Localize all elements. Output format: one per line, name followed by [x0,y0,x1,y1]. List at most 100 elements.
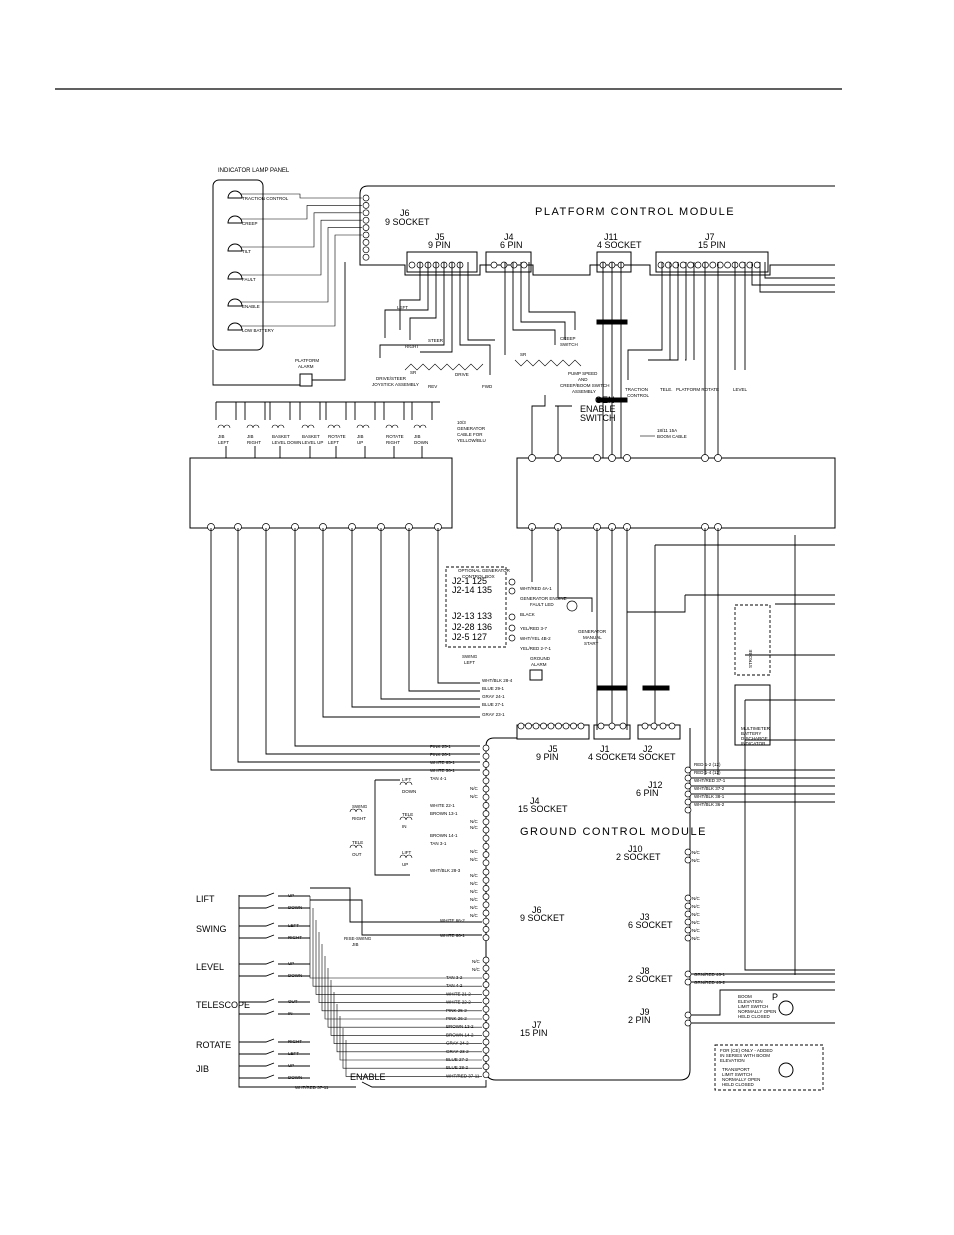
coil-label: UP [402,862,408,867]
switch-position-label: UP [288,1063,294,1068]
gcm-j1-pin [608,722,616,730]
gcm-j7-pin [482,997,490,1005]
svg-text:J11: J11 [604,232,618,242]
gcm-j4-pin [482,818,490,826]
generator-terminal-label: J2-28 136 [452,622,492,632]
gcm-j7-pin [482,989,490,997]
valve-label: DOWN [414,440,428,445]
svg-text:GENERATOR: GENERATOR [578,629,607,634]
svg-text:WHT/YEL 4B-2: WHT/YEL 4B-2 [520,636,551,641]
valve-coil-icon [413,424,427,429]
switch-symbol: P [772,992,778,1002]
left-junction-box [189,457,453,529]
svg-text:YEL/RED 2-7-1: YEL/RED 2-7-1 [520,646,552,651]
lamp-label: LOW BATTERY [242,328,274,333]
lamp-label: TILT [242,249,251,254]
lamp-label: FAULT [242,277,256,282]
ground-switch-label: LEVEL [196,962,224,972]
gcm-j7-pin [482,1046,490,1054]
valve-coil-icon [246,424,260,429]
svg-text:SWITCH: SWITCH [580,413,616,423]
svg-text:WHT/RED 4A-1: WHT/RED 4A-1 [520,586,552,591]
valve-label: BASKET [272,434,290,439]
platform-j6-pin [362,246,370,254]
gcm-j4-pin [482,769,490,776]
gcm-j9-pin [684,1019,692,1027]
switch-position-label: UP [288,961,294,966]
platform-j6-pin [362,209,370,217]
gcm-j2-pin [641,722,649,730]
gcm-j5-pin [570,722,577,730]
gcm-j5-pin [525,722,532,730]
platform-module-title: PLATFORM CONTROL MODULE [535,206,735,218]
svg-text:J7: J7 [705,232,715,242]
platform-j7-pin [687,261,694,269]
nc-label: N/C [470,819,479,824]
svg-text:SWING: SWING [462,654,478,659]
switch-position-label: LEFT [288,1051,299,1056]
gcm-j4-pin [482,785,490,793]
svg-text:GENERATOR: GENERATOR [457,426,486,431]
svg-text:LEFT: LEFT [464,660,475,665]
valve-label: LEVEL UP [302,440,323,445]
platform-j7-pin [746,261,754,269]
gcm-wire-label: GRN/RED 46-1 [694,972,726,977]
harness-verticals [210,528,835,775]
option-note-label: IN SERIES WITH BOOM [720,1053,770,1058]
nc-label: N/C [692,858,701,863]
gcm-j7-pin [482,1055,490,1062]
gcm-wire-label: BLUE 27-2 [446,1057,469,1062]
platform-j5-pin [408,261,416,269]
coil-label: RIGHT [352,816,366,821]
svg-text:JIB: JIB [352,942,359,947]
gcm-j5-pin [540,722,547,730]
gcm-j4-pin [482,777,490,785]
gcm-wire-label: WHITE 66-1 [440,933,465,938]
nc-label: N/C [472,967,481,972]
junction-pin [714,454,722,462]
gcm-j6-pin [482,885,490,892]
gcm-j7-pin [482,956,490,964]
battery-label: INDICATOR [741,741,766,746]
nc-label: N/C [692,904,701,909]
gcm-wire-label: TAN 4-2 [446,983,463,988]
lamp-label: ENABLE [242,304,260,309]
ground-switch-label: SWING [196,924,227,934]
coil-label: DOWN [402,789,416,794]
gcm-wire-label: BROWN 14-2 [446,1032,474,1037]
lamp-wire [240,219,362,276]
ground-j8-label: 2 SOCKET [628,974,673,984]
gcm-j5-pin [562,722,570,730]
svg-text:PLATFORM: PLATFORM [295,358,319,363]
ground-j4-label: 15 SOCKET [518,804,568,814]
toggle-switch-icon [262,892,275,909]
indicator-lamp-icon [227,322,243,331]
gcm-j4-pin [482,752,490,760]
ground-switch-label: JIB [196,1064,209,1074]
gcm-j7-pin [482,964,490,972]
platform-j7-pin [724,261,731,269]
svg-text:LEVEL: LEVEL [733,387,748,392]
ground-j9-label: J9 [640,1007,650,1017]
lamp-wire [240,205,362,220]
switch-position-label: DOWN [288,973,302,978]
platform-j6-pin [362,224,370,231]
nc-label: N/C [470,913,479,918]
platform-j6-connector: J6 9 SOCKET [362,194,430,261]
j5-wire-label: WHT/BLK 28-4 [482,678,513,683]
svg-text:15 PIN: 15 PIN [698,240,726,250]
platform-j6-pin [362,194,370,202]
platform-j7-connector: J7 15 PIN [698,232,726,250]
valve-coil-icon [217,424,231,429]
gcm-j4-pin [482,826,490,834]
gcm-j5-pin [547,722,555,730]
nc-label: N/C [692,936,701,941]
valve-label: ROTATE [386,434,404,439]
gcm-j9-pin [684,1011,692,1019]
gcm-j4-pin [482,793,490,801]
ground-j4-label: J4 [530,796,540,806]
valve-label: RIGHT [247,440,261,445]
